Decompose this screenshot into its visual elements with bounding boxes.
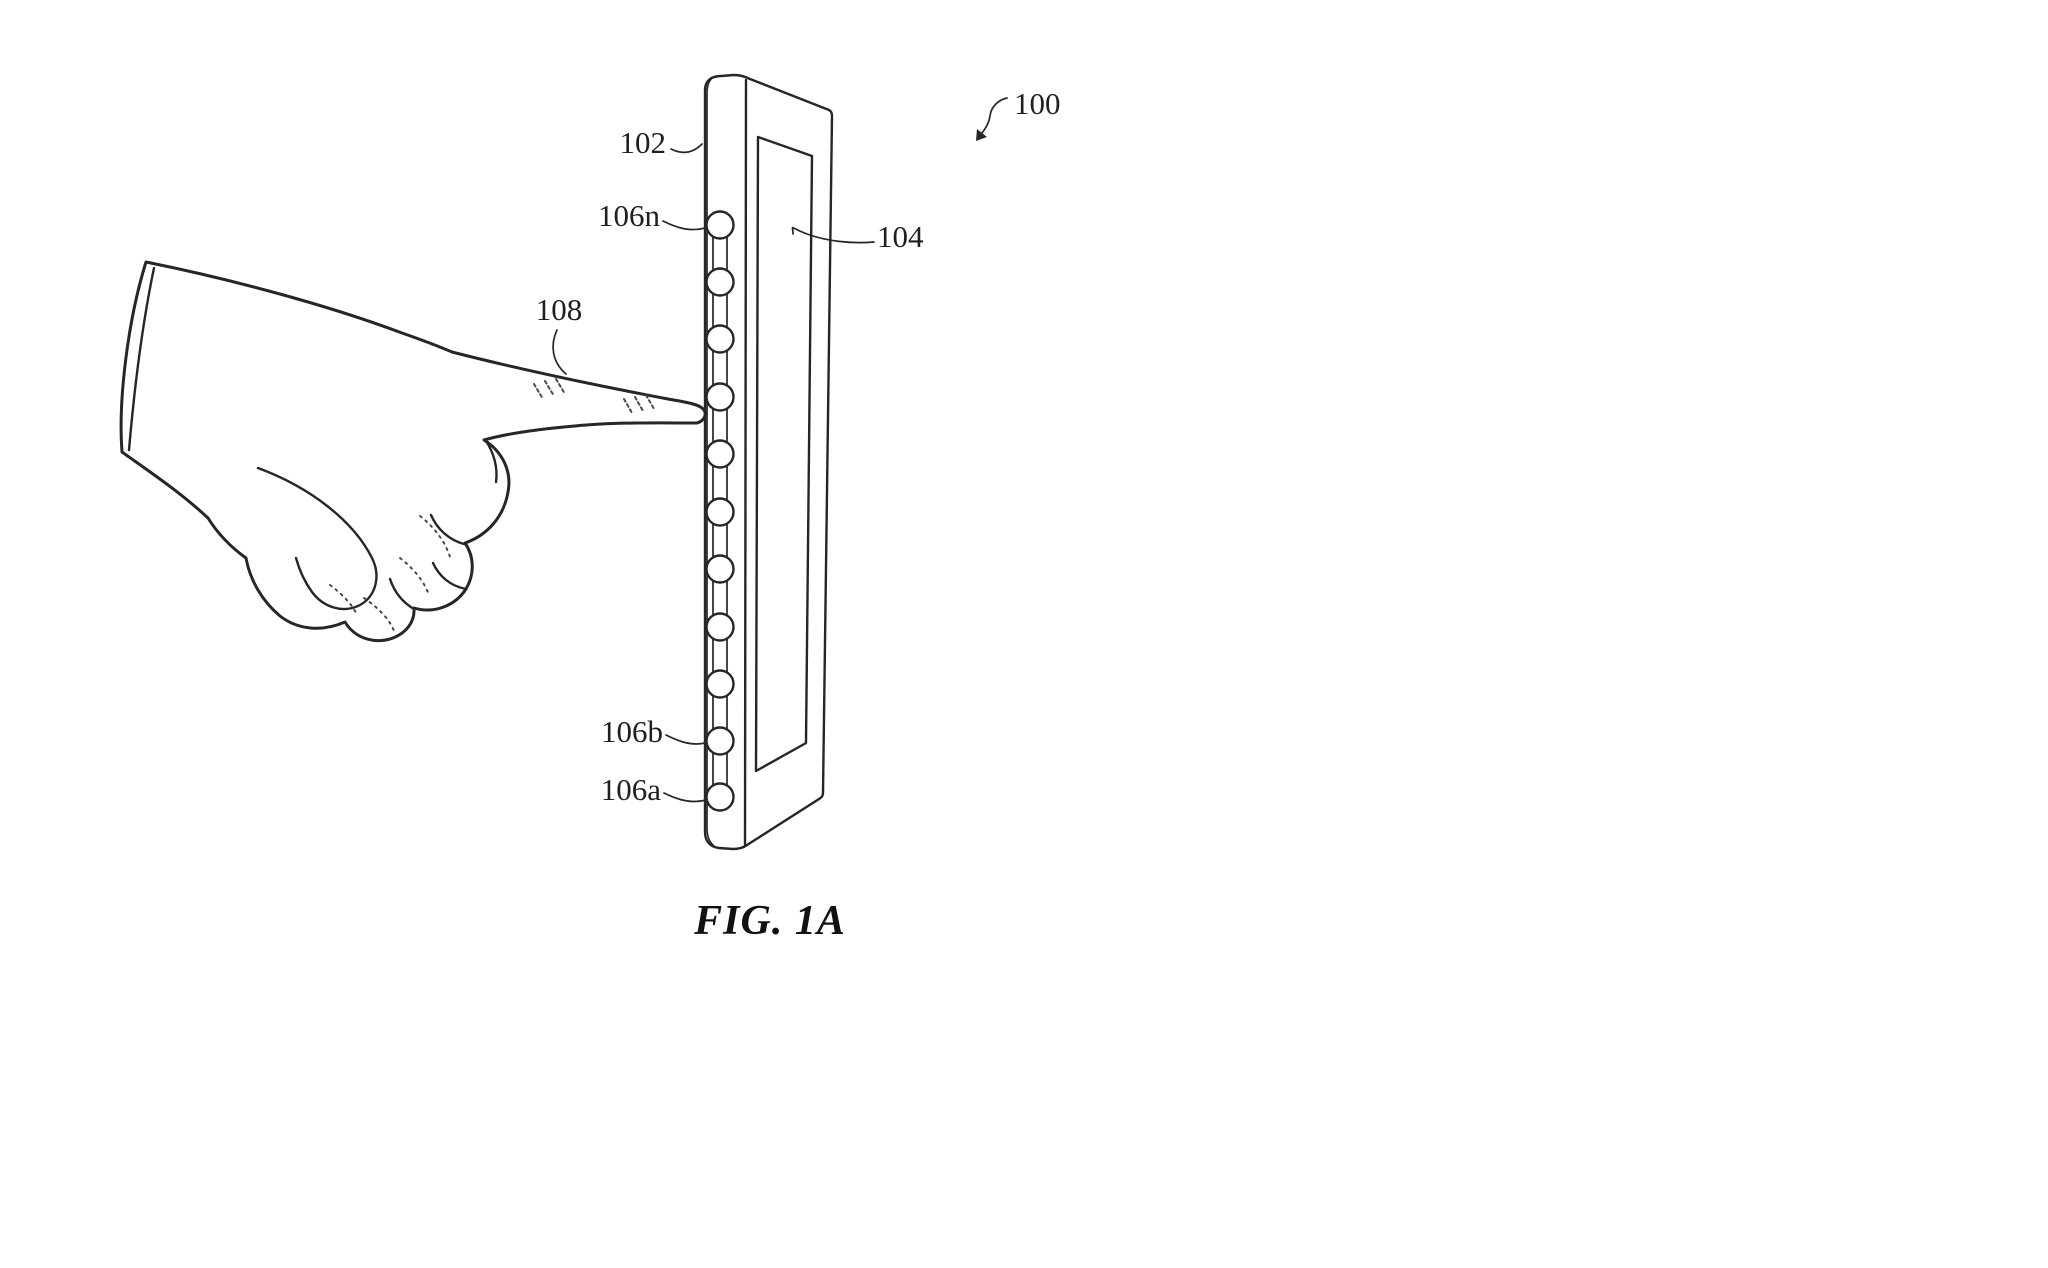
reference-labels: 102 106n 104 108 106b 106a 100 [536, 86, 1061, 807]
figure-caption: FIG. 1A [693, 898, 846, 944]
sensor-circle [705, 669, 735, 699]
hand-outline [119, 260, 707, 643]
thumb-outline [256, 466, 378, 611]
sensor-circle [705, 782, 735, 812]
leader-106n [662, 220, 706, 231]
label-106a: 106a [601, 772, 662, 807]
finger-crease [431, 561, 468, 591]
device [703, 73, 834, 851]
sensor-circle [705, 210, 735, 240]
finger-crease [388, 577, 416, 611]
leader-104 [791, 226, 875, 244]
leader-106a [663, 792, 707, 803]
sensor-circle [705, 267, 735, 297]
sensor-strip [705, 210, 735, 812]
shading-dots [363, 597, 395, 632]
device-edge-divider [743, 78, 748, 847]
leader-100-arrow-line [981, 97, 1008, 134]
sensor-circle [705, 324, 735, 354]
label-104: 104 [877, 219, 924, 254]
device-left-edge-highlight [706, 77, 716, 848]
leader-lines [552, 97, 1008, 803]
leader-106b [665, 734, 706, 745]
pointing-hand [119, 260, 707, 643]
finger-crease [429, 513, 466, 546]
sensor-circle [705, 726, 735, 756]
cuff-line [127, 266, 156, 452]
label-106b: 106b [601, 714, 663, 749]
label-108: 108 [536, 292, 583, 327]
leader-100-arrowhead [976, 129, 987, 141]
knuckle-hatch [544, 380, 555, 397]
leader-108 [552, 329, 567, 375]
sensor-circle [705, 382, 735, 412]
label-102: 102 [620, 125, 667, 160]
knuckle-hatch [623, 398, 633, 414]
sensor-circle [705, 612, 735, 642]
label-100: 100 [1014, 86, 1061, 121]
shading-dots [329, 584, 358, 616]
sensor-circle [705, 439, 735, 469]
leader-102 [670, 143, 703, 154]
knuckle-hatch [555, 378, 566, 395]
sensor-circle [705, 497, 735, 527]
knuckle-hatch [645, 394, 655, 410]
device-screen [754, 135, 814, 773]
sensor-circle [705, 554, 735, 584]
knuckle-hatch [634, 396, 644, 412]
knuckle-hatch [533, 383, 544, 400]
label-106n: 106n [598, 198, 661, 233]
index-base-crease [484, 439, 498, 484]
shading-dots [399, 557, 430, 596]
